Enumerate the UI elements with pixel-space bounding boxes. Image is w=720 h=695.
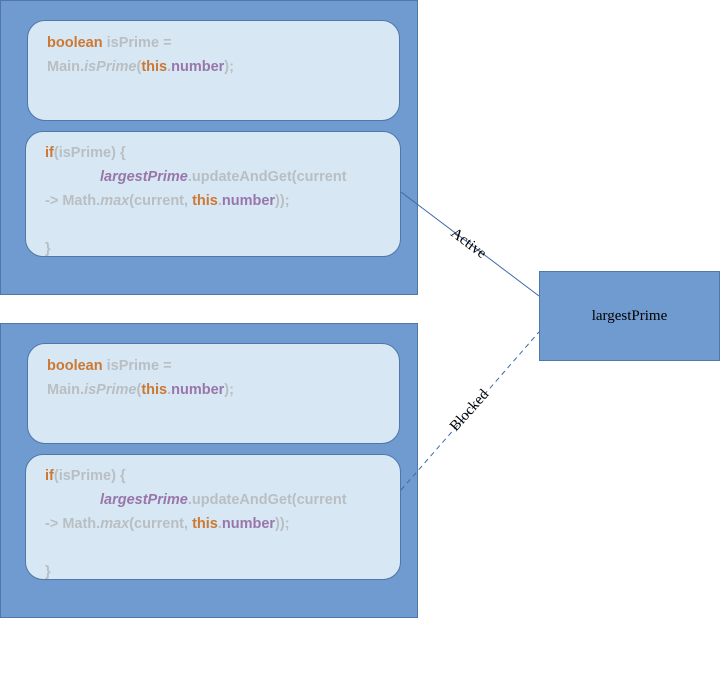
class-token: Main. [47,382,85,398]
thread-container-active: boolean isPrime = Main.isPrime(this.numb… [0,0,418,295]
method-token: max [100,193,130,209]
code-line: Main.isPrime(this.number); [47,378,399,402]
code-line: if(isPrime) { [45,464,400,488]
code-block-declaration: boolean isPrime = Main.isPrime(this.numb… [27,20,400,121]
lambda-token: -> Math. [45,516,101,532]
method-token: max [100,516,130,532]
condition-token: (isPrime) { [53,145,126,161]
field-token: number [171,382,225,398]
code-line-empty [45,213,400,237]
keyword-token: boolean [47,358,103,374]
punct-token: . [167,59,172,75]
code-line: } [45,237,400,261]
code-line: -> Math.max(current, this.number)); [45,189,400,213]
code-line: -> Math.max(current, this.number)); [45,512,400,536]
keyword-token: this [141,382,168,398]
code-line: if(isPrime) { [45,141,400,165]
punct-token: . [167,382,172,398]
call-token: .updateAndGet(current [187,492,347,508]
code-block-if: if(isPrime) { largestPrime.updateAndGet(… [25,454,401,580]
keyword-token: this [192,193,218,209]
code-block-declaration: boolean isPrime = Main.isPrime(this.numb… [27,343,400,444]
punct-token: } [45,241,51,257]
punct-token: )); [275,193,290,209]
punct-token: } [45,564,51,580]
code-line: largestPrime.updateAndGet(current [45,488,400,512]
punct-token: ( [136,59,142,75]
condition-token: (isPrime) { [53,468,126,484]
class-token: Main. [47,59,85,75]
punct-token: ( [136,382,142,398]
code-block-if: if(isPrime) { largestPrime.updateAndGet(… [25,131,401,257]
punct-token: )); [275,516,290,532]
active-edge [400,191,540,297]
punct-token: . [217,516,222,532]
method-token: isPrime [84,382,137,398]
code-line-empty [45,536,400,560]
field-token: largestPrime [100,169,188,185]
code-line: boolean isPrime = [47,31,399,55]
code-line: Main.isPrime(this.number); [47,55,399,79]
shared-resource-node: largestPrime [539,271,720,361]
operator-token: = [163,358,172,374]
arg-token: (current, [129,516,193,532]
resource-label: largestPrime [591,307,668,324]
lambda-token: -> Math. [45,193,101,209]
keyword-token: boolean [47,35,103,51]
keyword-token: if [45,468,54,484]
operator-token: = [163,35,172,51]
punct-token: . [217,193,222,209]
keyword-token: if [45,145,54,161]
field-token: number [221,193,276,209]
thread-container-blocked: boolean isPrime = Main.isPrime(this.numb… [0,323,418,618]
punct-token: ); [224,382,234,398]
code-line: } [45,560,400,584]
blocked-edge [400,331,540,491]
variable-token: isPrime [106,35,160,51]
field-token: number [171,59,225,75]
field-token: largestPrime [100,492,188,508]
variable-token: isPrime [106,358,160,374]
method-token: isPrime [84,59,137,75]
field-token: number [221,516,276,532]
call-token: .updateAndGet(current [187,169,347,185]
code-line: largestPrime.updateAndGet(current [45,165,400,189]
keyword-token: this [192,516,218,532]
punct-token: ); [224,59,234,75]
keyword-token: this [141,59,168,75]
blocked-edge-label: Blocked [447,386,493,434]
active-edge-label: Active [448,225,490,262]
code-line: boolean isPrime = [47,354,399,378]
arg-token: (current, [129,193,193,209]
